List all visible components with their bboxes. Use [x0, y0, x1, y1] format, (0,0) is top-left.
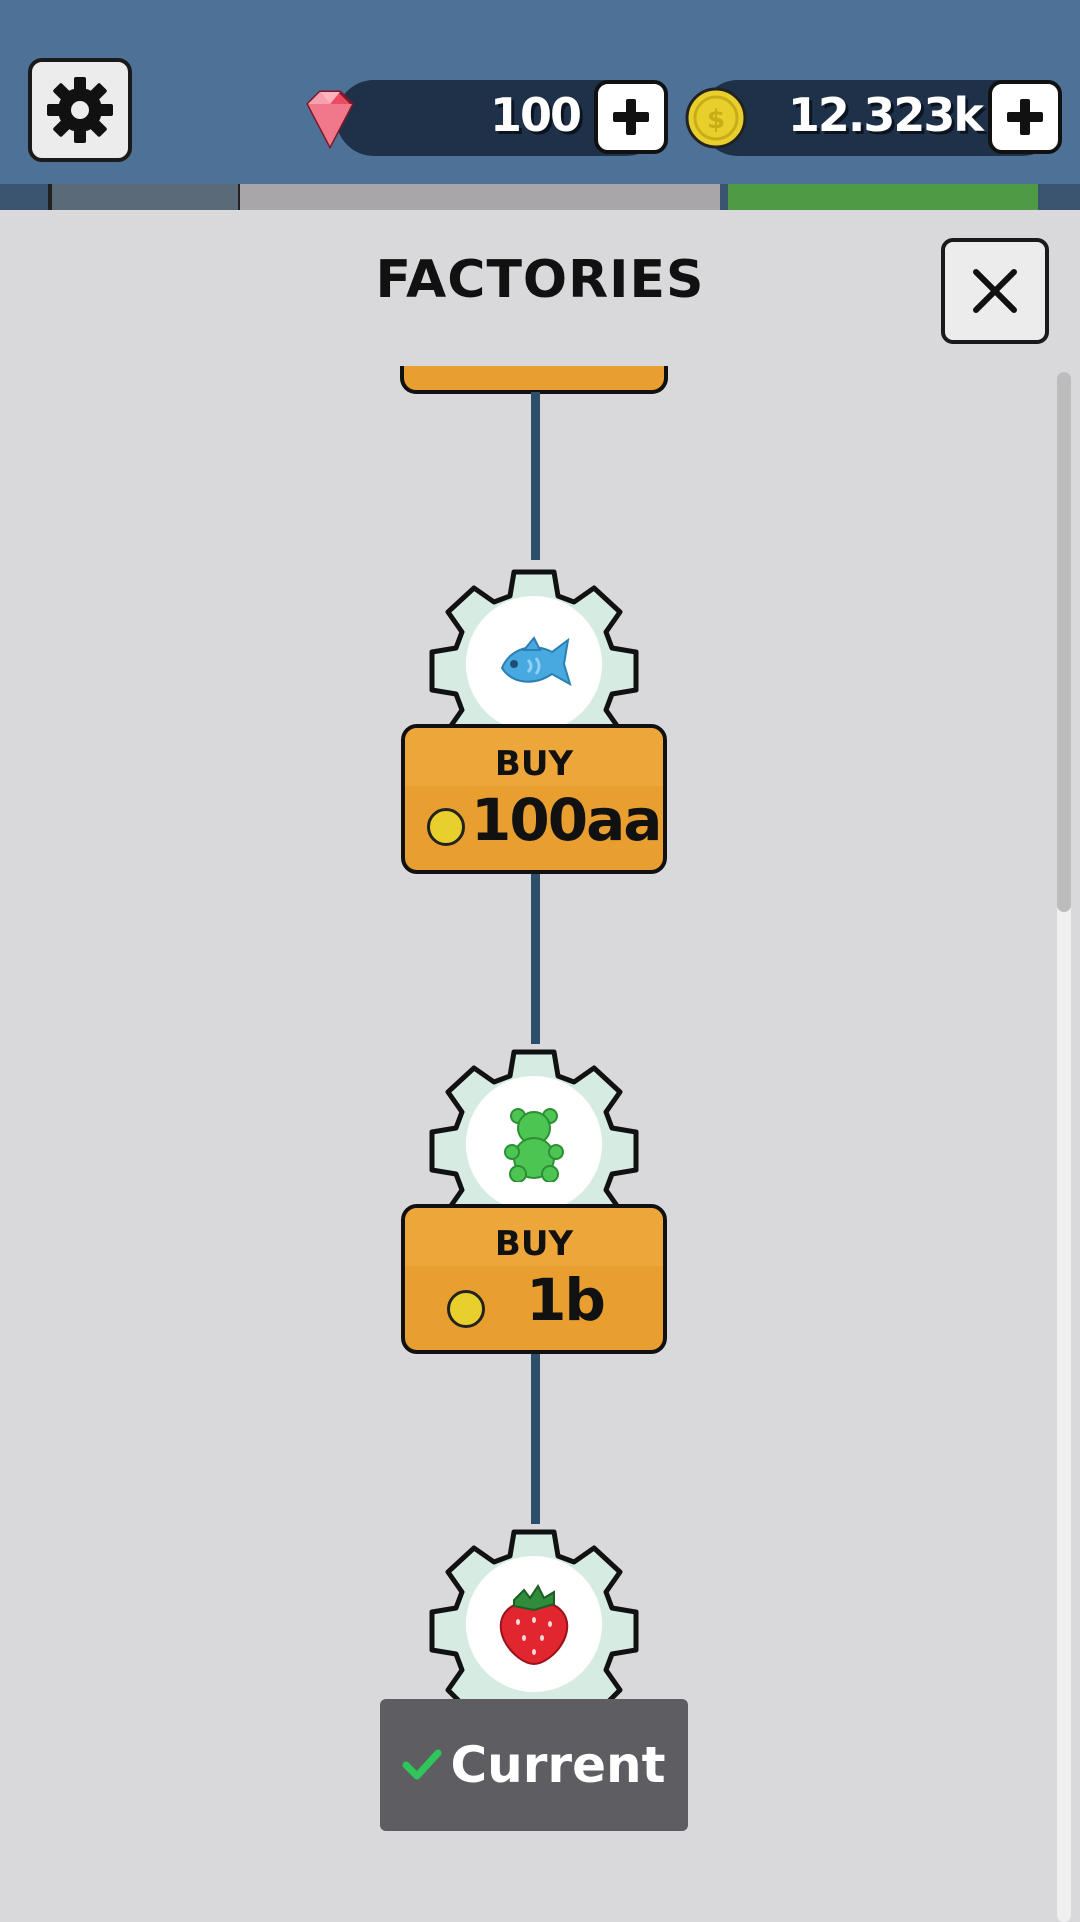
coin-icon: [447, 1290, 485, 1328]
gummy-bear-icon: [504, 1108, 564, 1182]
close-button[interactable]: [941, 238, 1049, 344]
close-icon: [973, 269, 1017, 313]
coins-value: 12.323k: [787, 88, 984, 142]
gems-value: 100: [489, 88, 582, 142]
connector-line: [531, 872, 540, 1044]
factory-gear-2: [424, 1032, 644, 1252]
background-strip: [0, 184, 1080, 210]
card-top: [405, 1208, 663, 1266]
settings-gear-icon: [47, 77, 113, 143]
coin-icon: [427, 808, 465, 846]
factory-buy-button-1[interactable]: BUY 100aa: [401, 724, 667, 874]
buy-label: BUY: [494, 1224, 574, 1264]
scrollbar-thumb[interactable]: [1057, 372, 1071, 912]
factory-price: 1b: [526, 1266, 606, 1334]
current-factory-button[interactable]: Current: [380, 1699, 688, 1831]
factory-gear-3: [424, 1512, 644, 1732]
panel-title: FACTORIES: [375, 250, 705, 310]
current-label: Current: [450, 1736, 666, 1794]
coin-icon: $: [684, 86, 748, 150]
connector-line: [531, 1352, 540, 1524]
factory-price: 100aa: [471, 786, 662, 854]
settings-button[interactable]: [28, 58, 132, 162]
strawberry-icon: [499, 1584, 569, 1666]
plus-icon: [1007, 99, 1043, 135]
gem-icon: [294, 82, 366, 154]
factory-card-partial[interactable]: [400, 366, 668, 394]
factory-gear-1: [424, 552, 644, 772]
add-gems-button[interactable]: [594, 80, 668, 154]
fish-candy-icon: [500, 636, 572, 687]
add-coins-button[interactable]: [988, 80, 1062, 154]
checkmark-icon: [402, 1749, 442, 1780]
connector-line: [531, 392, 540, 560]
svg-text:$: $: [707, 105, 725, 135]
plus-icon: [613, 99, 649, 135]
buy-label: BUY: [494, 744, 574, 784]
card-top: [405, 728, 663, 786]
factory-buy-button-2[interactable]: BUY 1b: [401, 1204, 667, 1354]
